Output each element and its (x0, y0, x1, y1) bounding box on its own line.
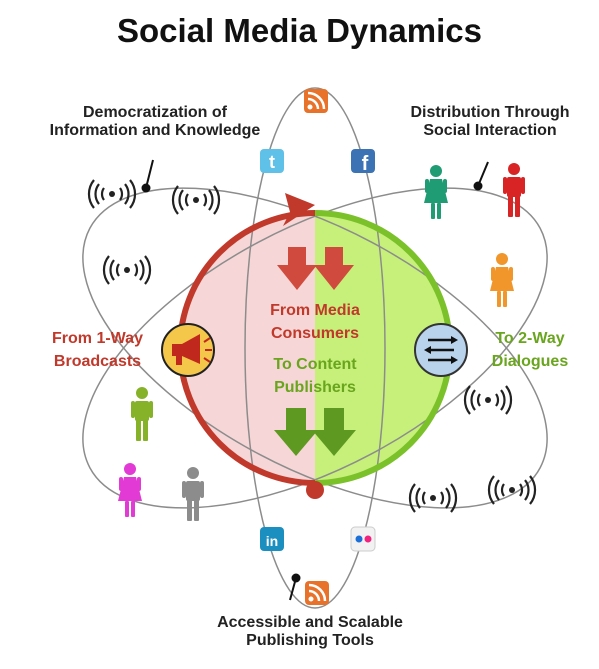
down-arrows-green (274, 408, 356, 456)
bottom-red-dot (306, 481, 324, 499)
label-distribution: Distribution Through Social Interaction (410, 104, 570, 139)
flickr-icon (350, 526, 376, 552)
callout-leaders (141, 159, 489, 601)
exchange-arrows-icon (414, 323, 468, 377)
twitter-icon: t (260, 149, 284, 173)
top-red-arrowhead (283, 193, 315, 226)
rss-icon-bottom (303, 579, 331, 607)
megaphone-icon (161, 323, 215, 377)
label-democratization: Democratization of Information and Knowl… (49, 104, 261, 139)
label-media-consumers: From Media Consumers (270, 302, 360, 342)
linkedin-icon: in (260, 527, 284, 551)
svg-text:t: t (269, 152, 275, 172)
page-title: Social Media Dynamics (117, 12, 482, 49)
label-content-publishers: To Content Publishers (273, 356, 357, 396)
rss-icon (302, 87, 330, 115)
svg-text:f: f (362, 153, 369, 175)
down-arrows-red (277, 247, 354, 290)
label-publishing-tools: Accessible and Scalable Publishing Tools (217, 614, 403, 649)
svg-text:in: in (266, 533, 278, 549)
label-two-way: To 2-Way Dialogues (491, 330, 569, 370)
facebook-icon: f (351, 149, 375, 175)
label-one-way: From 1-Way Broadcasts (52, 330, 143, 370)
